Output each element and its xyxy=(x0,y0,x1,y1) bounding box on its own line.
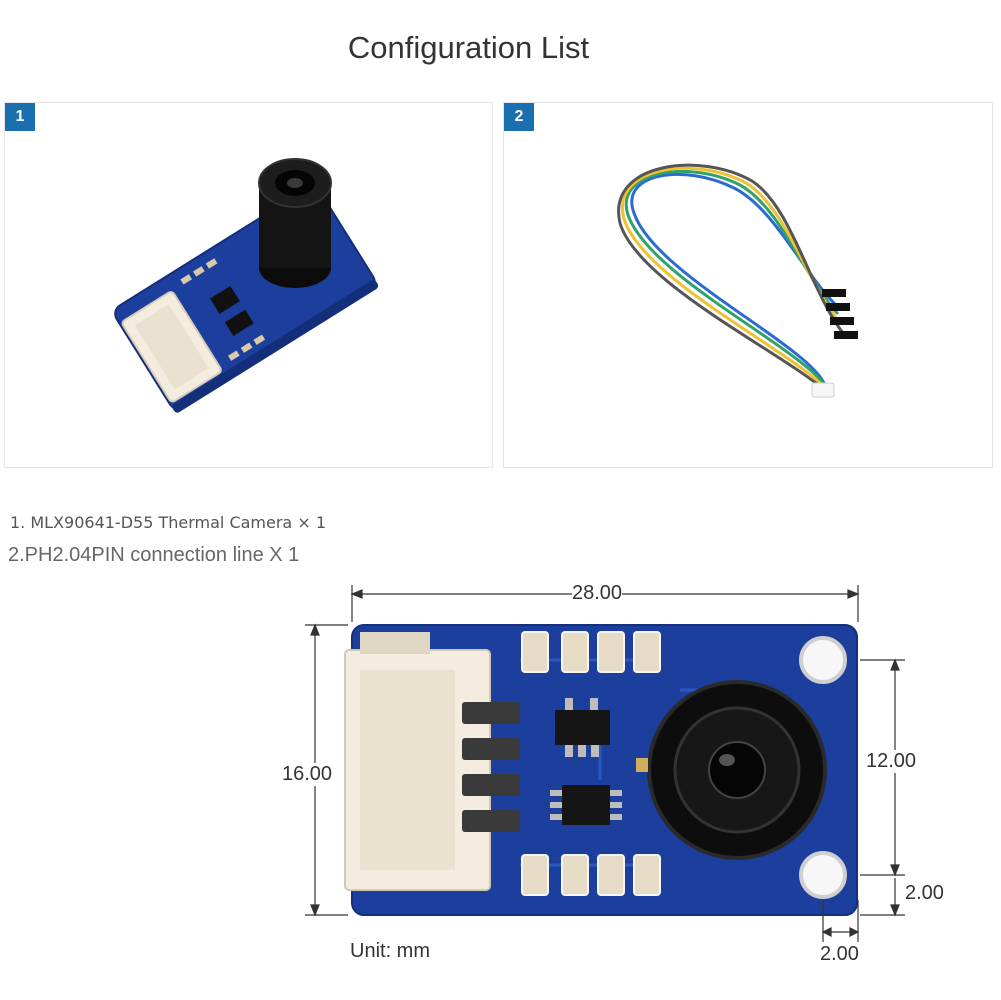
wire-yellow xyxy=(620,166,842,393)
dim-hole-offset-v-label: 2.00 xyxy=(905,882,944,905)
dim-hole-spacing-label: 12.00 xyxy=(866,750,917,773)
panel-badge-1: 1 xyxy=(5,103,35,131)
dim-height-label: 16.00 xyxy=(282,763,333,786)
dim-hole-offset-h-label: 2.00 xyxy=(820,943,859,966)
mounting-hole-bottom xyxy=(799,851,847,899)
wire-green xyxy=(624,169,839,389)
unit-label: Unit: mm xyxy=(350,940,430,962)
regulator-chip xyxy=(555,710,610,745)
wire-blue xyxy=(630,172,836,385)
lens-aperture xyxy=(708,741,766,799)
thermal-camera-panel: 1 xyxy=(4,102,493,468)
eeprom-chip xyxy=(562,785,610,825)
wire-black xyxy=(617,163,845,397)
connection-cable-panel: 2 xyxy=(503,102,993,468)
config-item-2: 2.PH2.04PIN connection line X 1 xyxy=(8,544,300,566)
thermal-camera-image xyxy=(114,158,379,413)
connection-cable-image xyxy=(617,163,858,398)
page-title: Configuration List xyxy=(347,30,590,65)
dimension-drawing xyxy=(305,585,905,942)
dim-width-label: 28.00 xyxy=(572,582,623,605)
mounting-hole-top xyxy=(799,636,847,684)
config-item-1: 1. MLX90641-D55 Thermal Camera × 1 xyxy=(10,513,326,532)
panel-badge-2: 2 xyxy=(504,103,534,131)
